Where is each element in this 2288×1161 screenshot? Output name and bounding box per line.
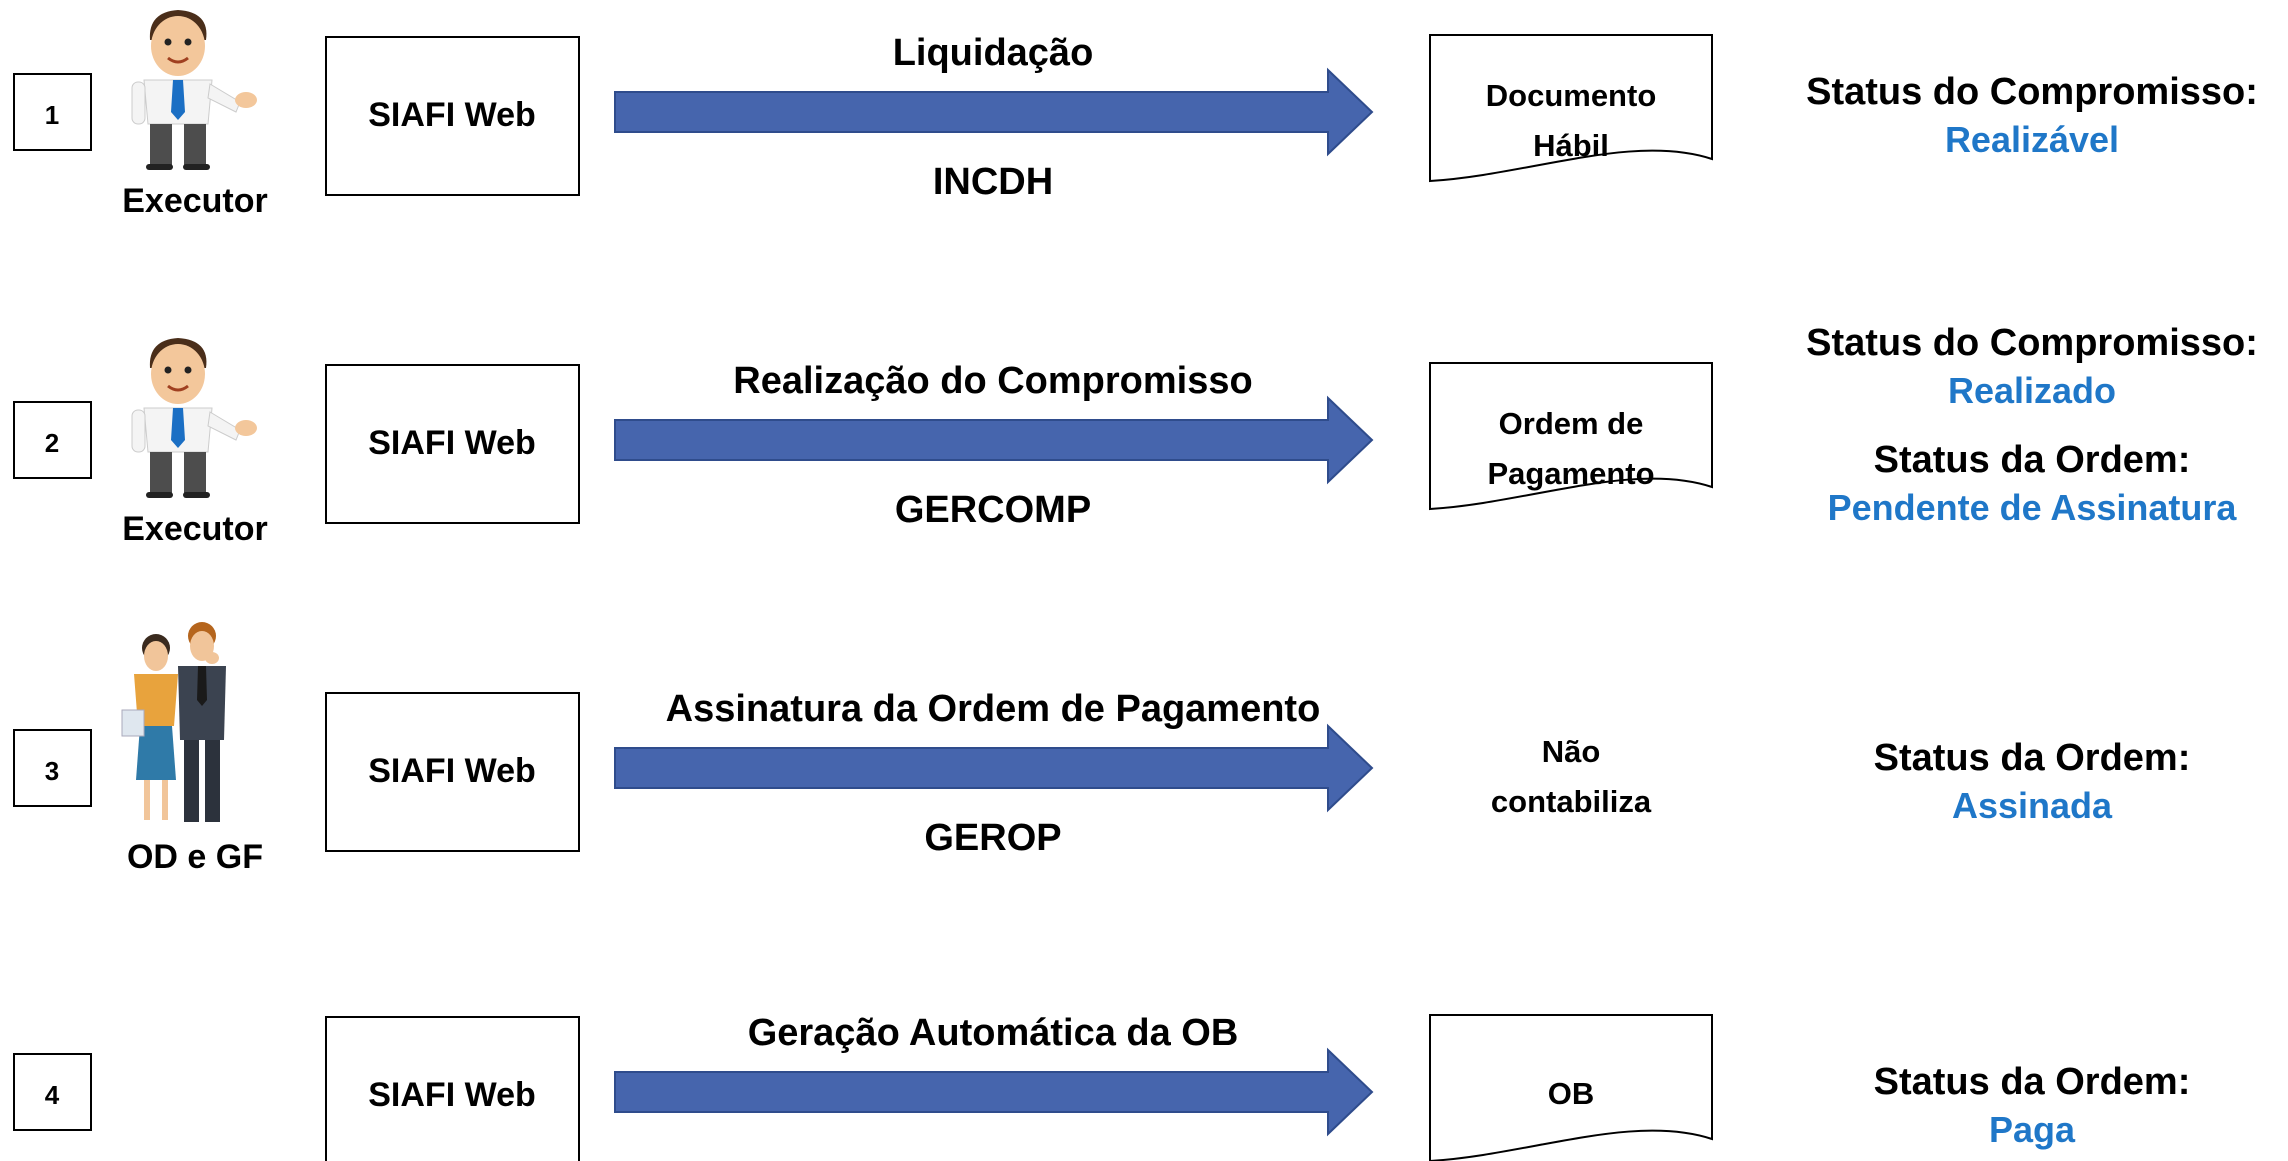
action-label: Geração Automática da OB — [748, 1012, 1239, 1054]
status-value: Pendente de Assinatura — [1828, 487, 2238, 528]
actor-label: Executor — [122, 182, 268, 220]
step-row: 3 OD e GF SIAFI Web Assinatura da Ordem de … — [13, 622, 2191, 876]
actor-label: OD e GF — [127, 838, 263, 876]
action-label: Realização do Compromisso — [733, 360, 1252, 402]
status-value: Realizável — [1945, 119, 2119, 160]
transaction-code: GEROP — [924, 817, 1061, 859]
action-label: Assinatura da Ordem de Pagamento — [666, 688, 1321, 730]
flow-arrow — [614, 67, 1374, 157]
transaction-code: GERCOMP — [895, 489, 1091, 531]
output-label: Pagamento — [1487, 456, 1654, 491]
system-box — [325, 36, 580, 196]
system-label: SIAFI Web — [368, 96, 536, 134]
system-label: SIAFI Web — [368, 752, 536, 790]
step-row: 4 SIAFI Web Geração Automática da OB OB Stat… — [13, 1012, 2191, 1161]
status-label: Status da Ordem: — [1874, 439, 2191, 481]
output-label: Documento — [1486, 78, 1657, 113]
document-shape — [1429, 362, 1713, 511]
flow-arrow — [614, 1047, 1374, 1137]
step-number-box — [13, 401, 92, 479]
step-number-box — [13, 73, 92, 151]
output-label: Ordem de — [1499, 406, 1644, 441]
status-value: Assinada — [1952, 785, 2113, 826]
output-label: Hábil — [1533, 128, 1609, 163]
status-value: Realizado — [1948, 370, 2116, 411]
output-label: OB — [1548, 1076, 1595, 1111]
flow-arrow — [614, 395, 1374, 485]
step-number-box — [13, 729, 92, 807]
step-number: 4 — [45, 1080, 60, 1110]
actor-label: Executor — [122, 510, 268, 548]
businessman-icon — [131, 338, 257, 498]
output-label: Não — [1542, 734, 1601, 769]
flow-arrow — [614, 723, 1374, 813]
system-box — [325, 364, 580, 524]
step-number: 3 — [45, 756, 59, 786]
system-box — [325, 1016, 580, 1161]
business-couple-icon — [121, 622, 226, 822]
status-label: Status do Compromisso: — [1806, 71, 2258, 113]
system-box — [325, 692, 580, 852]
transaction-code: INCDH — [933, 161, 1053, 203]
document-shape — [1429, 1014, 1713, 1161]
action-label: Liquidação — [893, 32, 1094, 74]
output-label: contabiliza — [1491, 784, 1652, 819]
document-shape — [1429, 34, 1713, 183]
step-number-box — [13, 1053, 92, 1131]
status-value: Paga — [1989, 1109, 2076, 1150]
system-label: SIAFI Web — [368, 424, 536, 462]
step-number: 1 — [45, 100, 59, 130]
status-label: Status da Ordem: — [1874, 1061, 2191, 1103]
status-label: Status da Ordem: — [1874, 737, 2191, 779]
businessman-icon — [131, 10, 257, 170]
step-number: 2 — [45, 428, 59, 458]
system-label: SIAFI Web — [368, 1076, 536, 1114]
status-label: Status do Compromisso: — [1806, 322, 2258, 364]
